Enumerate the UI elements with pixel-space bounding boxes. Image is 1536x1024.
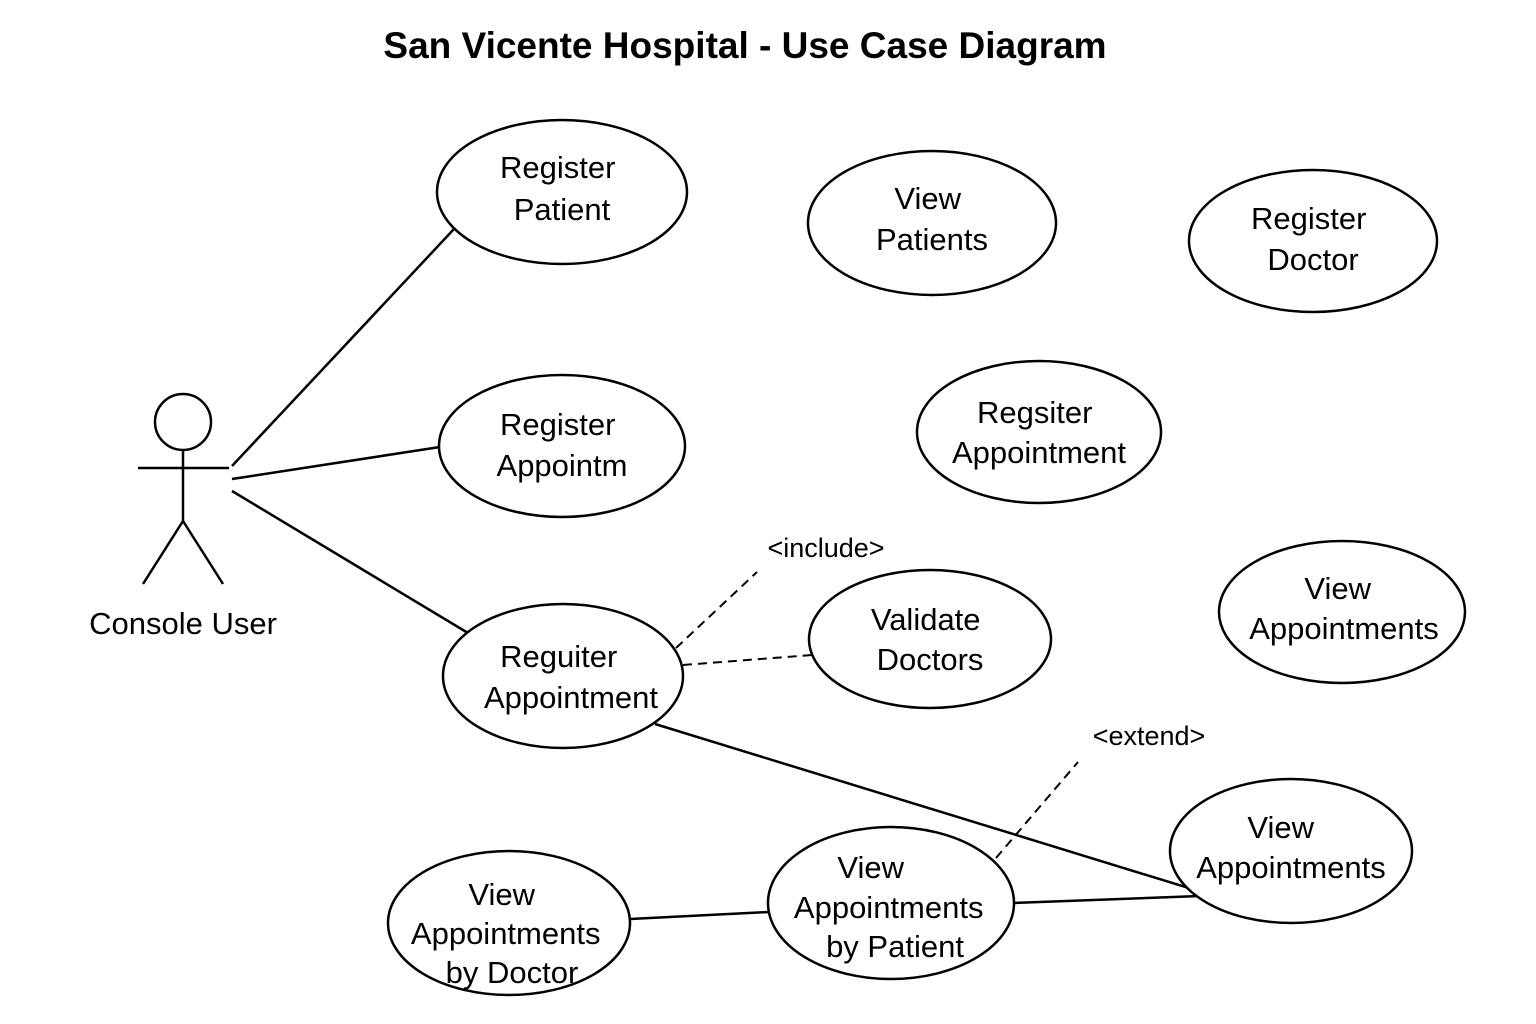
use-case-ellipse <box>1217 539 1467 685</box>
use-case-ellipse <box>1187 168 1439 314</box>
svg-text:View Appointments: View Appointments by Patient <box>794 850 992 964</box>
use-case-line: Register <box>1251 201 1366 236</box>
actor-head <box>153 392 213 452</box>
use-case-line: View <box>894 181 961 216</box>
use-case-line: Appointments <box>1196 850 1386 885</box>
use-case-line: Register <box>500 407 615 442</box>
use-case-line: Doctor <box>1267 242 1358 277</box>
actor-right-leg <box>181 520 225 585</box>
use-case-line: View <box>1304 571 1371 606</box>
use-case-register-appointm: Register Appointm <box>437 373 687 519</box>
use-case-line: Patients <box>876 222 988 257</box>
use-case-line: Reguiter <box>500 639 617 674</box>
use-case-view-appointments-bottom: View Appointments <box>1168 777 1414 925</box>
use-case-ellipse <box>807 568 1053 710</box>
svg-text:View Appointments: View Appointments <box>1249 571 1439 646</box>
svg-text:Register Appointm: Register Appointm <box>497 407 628 483</box>
include-dependency-line <box>675 571 758 649</box>
validate-dependency-line <box>682 654 813 666</box>
use-case-view-appointments-right: View Appointments <box>1217 539 1467 685</box>
use-case-line: Register <box>500 150 615 185</box>
use-case-line: Validate <box>871 602 981 637</box>
use-case-line: View <box>1247 810 1314 845</box>
assoc-actor-register-appointm <box>231 445 441 481</box>
assoc-reguiter-to-view-appointments <box>654 722 1206 895</box>
use-case-ellipse <box>435 118 689 266</box>
assoc-by-patient-to-view-appointments <box>1013 894 1201 905</box>
use-case-line: by Patient <box>826 929 964 964</box>
assoc-actor-reguiter-appointment <box>231 489 469 635</box>
use-case-regsiter-appointment: Regsiter Appointment <box>915 359 1163 505</box>
use-case-ellipse <box>441 602 685 750</box>
use-case-line: by Doctor <box>446 955 579 990</box>
svg-text:Validate Doctors: Validate Doctors <box>871 602 989 677</box>
actor-left-leg <box>141 520 185 585</box>
use-case-line: Appointments <box>411 916 601 951</box>
svg-text:Reguiter Appointment: Reguiter Appointment <box>484 639 658 715</box>
use-case-line: Appointments <box>1249 611 1439 646</box>
use-case-view-appointments-by-patient: View Appointments by Patient <box>766 825 1016 981</box>
assoc-actor-register-patient <box>231 228 455 467</box>
use-case-ellipse <box>437 373 687 519</box>
use-case-register-patient: Register Patient <box>435 118 689 266</box>
use-case-line: Appointment <box>484 680 658 715</box>
include-label: <include> <box>767 533 884 563</box>
use-case-ellipse <box>766 825 1016 981</box>
actor-console-user: Console User <box>89 392 277 641</box>
svg-text:View Appointments: View Appointments by Doctor <box>411 877 609 990</box>
use-case-line: Regsiter <box>977 395 1092 430</box>
use-case-line: View <box>837 850 904 885</box>
use-case-line: Appointm <box>497 448 628 483</box>
use-case-line: Doctors <box>877 642 984 677</box>
use-case-validate-doctors: Validate Doctors <box>807 568 1053 710</box>
extend-dependency-line <box>995 761 1079 859</box>
use-case-view-patients: View Patients <box>806 149 1058 297</box>
use-case-line: Appointment <box>952 435 1126 470</box>
use-case-ellipse <box>386 849 632 997</box>
use-case-line: View <box>468 877 535 912</box>
svg-text:Regsiter Appointment: Regsiter Appointment <box>952 395 1126 470</box>
use-case-ellipse <box>915 359 1163 505</box>
use-case-ellipse <box>1168 777 1414 925</box>
svg-text:Register Doctor: Register Doctor <box>1251 201 1375 277</box>
use-case-ellipse <box>806 149 1058 297</box>
svg-text:View Appointments: View Appointments <box>1196 810 1386 885</box>
diagram-title: San Vicente Hospital - Use Case Diagram <box>383 25 1106 66</box>
use-case-line: Appointments <box>794 890 984 925</box>
use-case-view-appointments-by-doctor: View Appointments by Doctor <box>386 849 632 997</box>
use-case-reguiter-appointment: Reguiter Appointment <box>441 602 685 750</box>
svg-text:Register Patient: Register Patient <box>500 150 624 227</box>
extend-label: <extend> <box>1093 721 1206 751</box>
connectors <box>231 228 1206 921</box>
use-case-line: Patient <box>514 192 611 227</box>
svg-text:View Patients: View Patients <box>876 181 988 257</box>
use-case-register-doctor: Register Doctor <box>1187 168 1439 314</box>
assoc-by-doctor-to-by-patient <box>629 910 770 921</box>
actor-label: Console User <box>89 606 277 641</box>
